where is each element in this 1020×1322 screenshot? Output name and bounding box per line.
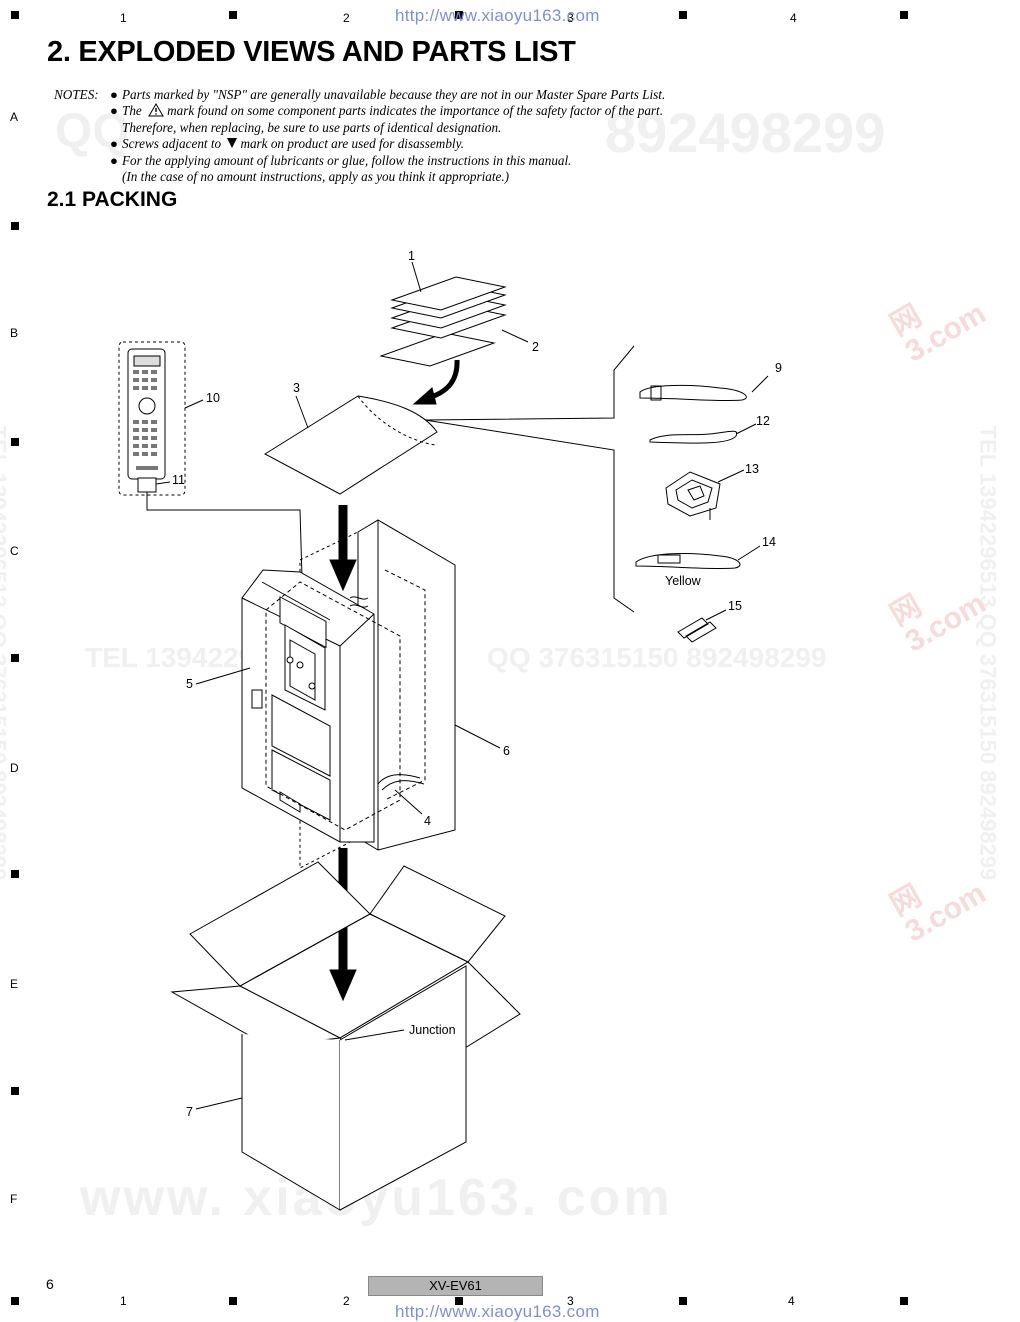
leader-line	[394, 789, 423, 815]
video-cord	[635, 545, 761, 570]
column-number: 3	[567, 1294, 574, 1308]
model-name: XV-EV61	[368, 1276, 543, 1296]
row-letter: E	[10, 977, 19, 991]
watermark-qq: QQ	[55, 105, 130, 158]
callout-12: 12	[756, 414, 770, 428]
column-number: 2	[343, 11, 350, 25]
callout-10: 10	[206, 391, 220, 405]
junction-label: Junction	[409, 1023, 456, 1037]
registration-mark	[229, 11, 237, 19]
registration-mark	[11, 654, 19, 662]
note-line: Therefore, when replacing, be sure to us…	[122, 119, 502, 135]
column-number: 1	[120, 1294, 127, 1308]
column-number: 4	[790, 11, 797, 25]
registration-mark	[11, 11, 19, 19]
leader-line	[344, 1029, 405, 1041]
protective-foam	[299, 519, 456, 869]
leader-line	[195, 667, 251, 685]
callout-7: 7	[186, 1105, 193, 1119]
accessory-bag	[264, 395, 438, 495]
callout-1: 1	[408, 249, 415, 263]
carton-box	[170, 861, 521, 1211]
registration-mark	[679, 11, 687, 19]
callout-6: 6	[503, 744, 510, 758]
registration-mark	[11, 438, 19, 446]
instruction-papers	[379, 276, 507, 367]
am-loop-antenna	[665, 469, 745, 520]
page-number: 6	[46, 1276, 54, 1292]
registration-mark	[11, 1087, 19, 1095]
note-line: ●The mark found on some component parts …	[110, 103, 664, 119]
leader-line	[454, 724, 501, 749]
yellow-label: Yellow	[665, 574, 701, 588]
callout-4: 4	[424, 814, 431, 828]
note-line: ●Screws adjacent to mark on product are …	[110, 136, 464, 152]
foam-front-dashed	[265, 581, 401, 831]
header-url: http://www.xiaoyu163.com	[395, 6, 600, 25]
registration-mark	[455, 11, 463, 19]
insert-arrow-head	[412, 387, 437, 405]
down-triangle-icon	[227, 138, 238, 149]
registration-mark	[679, 1297, 687, 1305]
main-unit	[241, 569, 375, 843]
registration-mark	[900, 1297, 908, 1305]
note-line: ●For the applying amount of lubricants o…	[110, 152, 572, 168]
callout-13: 13	[745, 462, 759, 476]
registration-mark	[11, 222, 19, 230]
leader-line	[411, 261, 422, 293]
row-letter: B	[10, 326, 19, 340]
column-number: 4	[788, 1294, 795, 1308]
leader-line	[295, 395, 309, 429]
batteries	[677, 609, 727, 643]
column-number: 3	[567, 11, 574, 25]
row-letter: F	[10, 1192, 18, 1206]
down-arrow-head	[329, 559, 357, 592]
registration-mark	[900, 11, 908, 19]
callout-15: 15	[728, 599, 742, 613]
column-number: 2	[343, 1294, 350, 1308]
protective-sheet	[381, 780, 425, 791]
callout-11: 11	[172, 473, 185, 487]
notes-label: NOTES:	[54, 87, 99, 102]
row-letter: C	[10, 544, 19, 558]
fm-antenna	[649, 423, 757, 444]
leader-line	[501, 329, 529, 343]
leader-line	[155, 481, 171, 485]
wavy-mark	[349, 596, 369, 600]
page-title: 2. EXPLODED VIEWS AND PARTS LIST	[47, 36, 576, 68]
warning-triangle-icon	[148, 103, 164, 117]
section-title: 2.1 PACKING	[47, 188, 178, 211]
callout-3: 3	[293, 381, 300, 395]
accessory-bracket	[424, 419, 635, 613]
row-letter: A	[10, 110, 19, 124]
wavy-mark	[349, 604, 369, 608]
accessory-bracket	[424, 345, 635, 421]
registration-mark	[11, 1297, 19, 1305]
registration-mark	[455, 1297, 463, 1305]
registration-mark	[229, 1297, 237, 1305]
registration-mark	[11, 870, 19, 878]
callout-14: 14	[762, 535, 776, 549]
watermark-qq-number: 892498299	[605, 101, 886, 164]
protective-sheet	[377, 774, 421, 785]
note-line: ●Parts marked by "NSP" are generally una…	[110, 87, 666, 102]
watermark-qq-mid: QQ 376315150 892498299	[487, 642, 827, 673]
down-arrow-head	[329, 969, 357, 1002]
footer-url: http://www.xiaoyu163.com	[395, 1302, 600, 1321]
note-line: (In the case of no amount instructions, …	[122, 169, 510, 184]
power-cord	[639, 375, 769, 402]
remote-insert-line	[146, 492, 304, 613]
callout-2: 2	[532, 340, 539, 354]
column-number: 1	[120, 11, 127, 25]
leader-line	[184, 399, 204, 409]
row-letter: D	[10, 761, 19, 775]
leader-line	[195, 1097, 243, 1110]
callout-5: 5	[186, 677, 193, 691]
callout-9: 9	[775, 361, 782, 375]
remote-control	[118, 341, 186, 496]
